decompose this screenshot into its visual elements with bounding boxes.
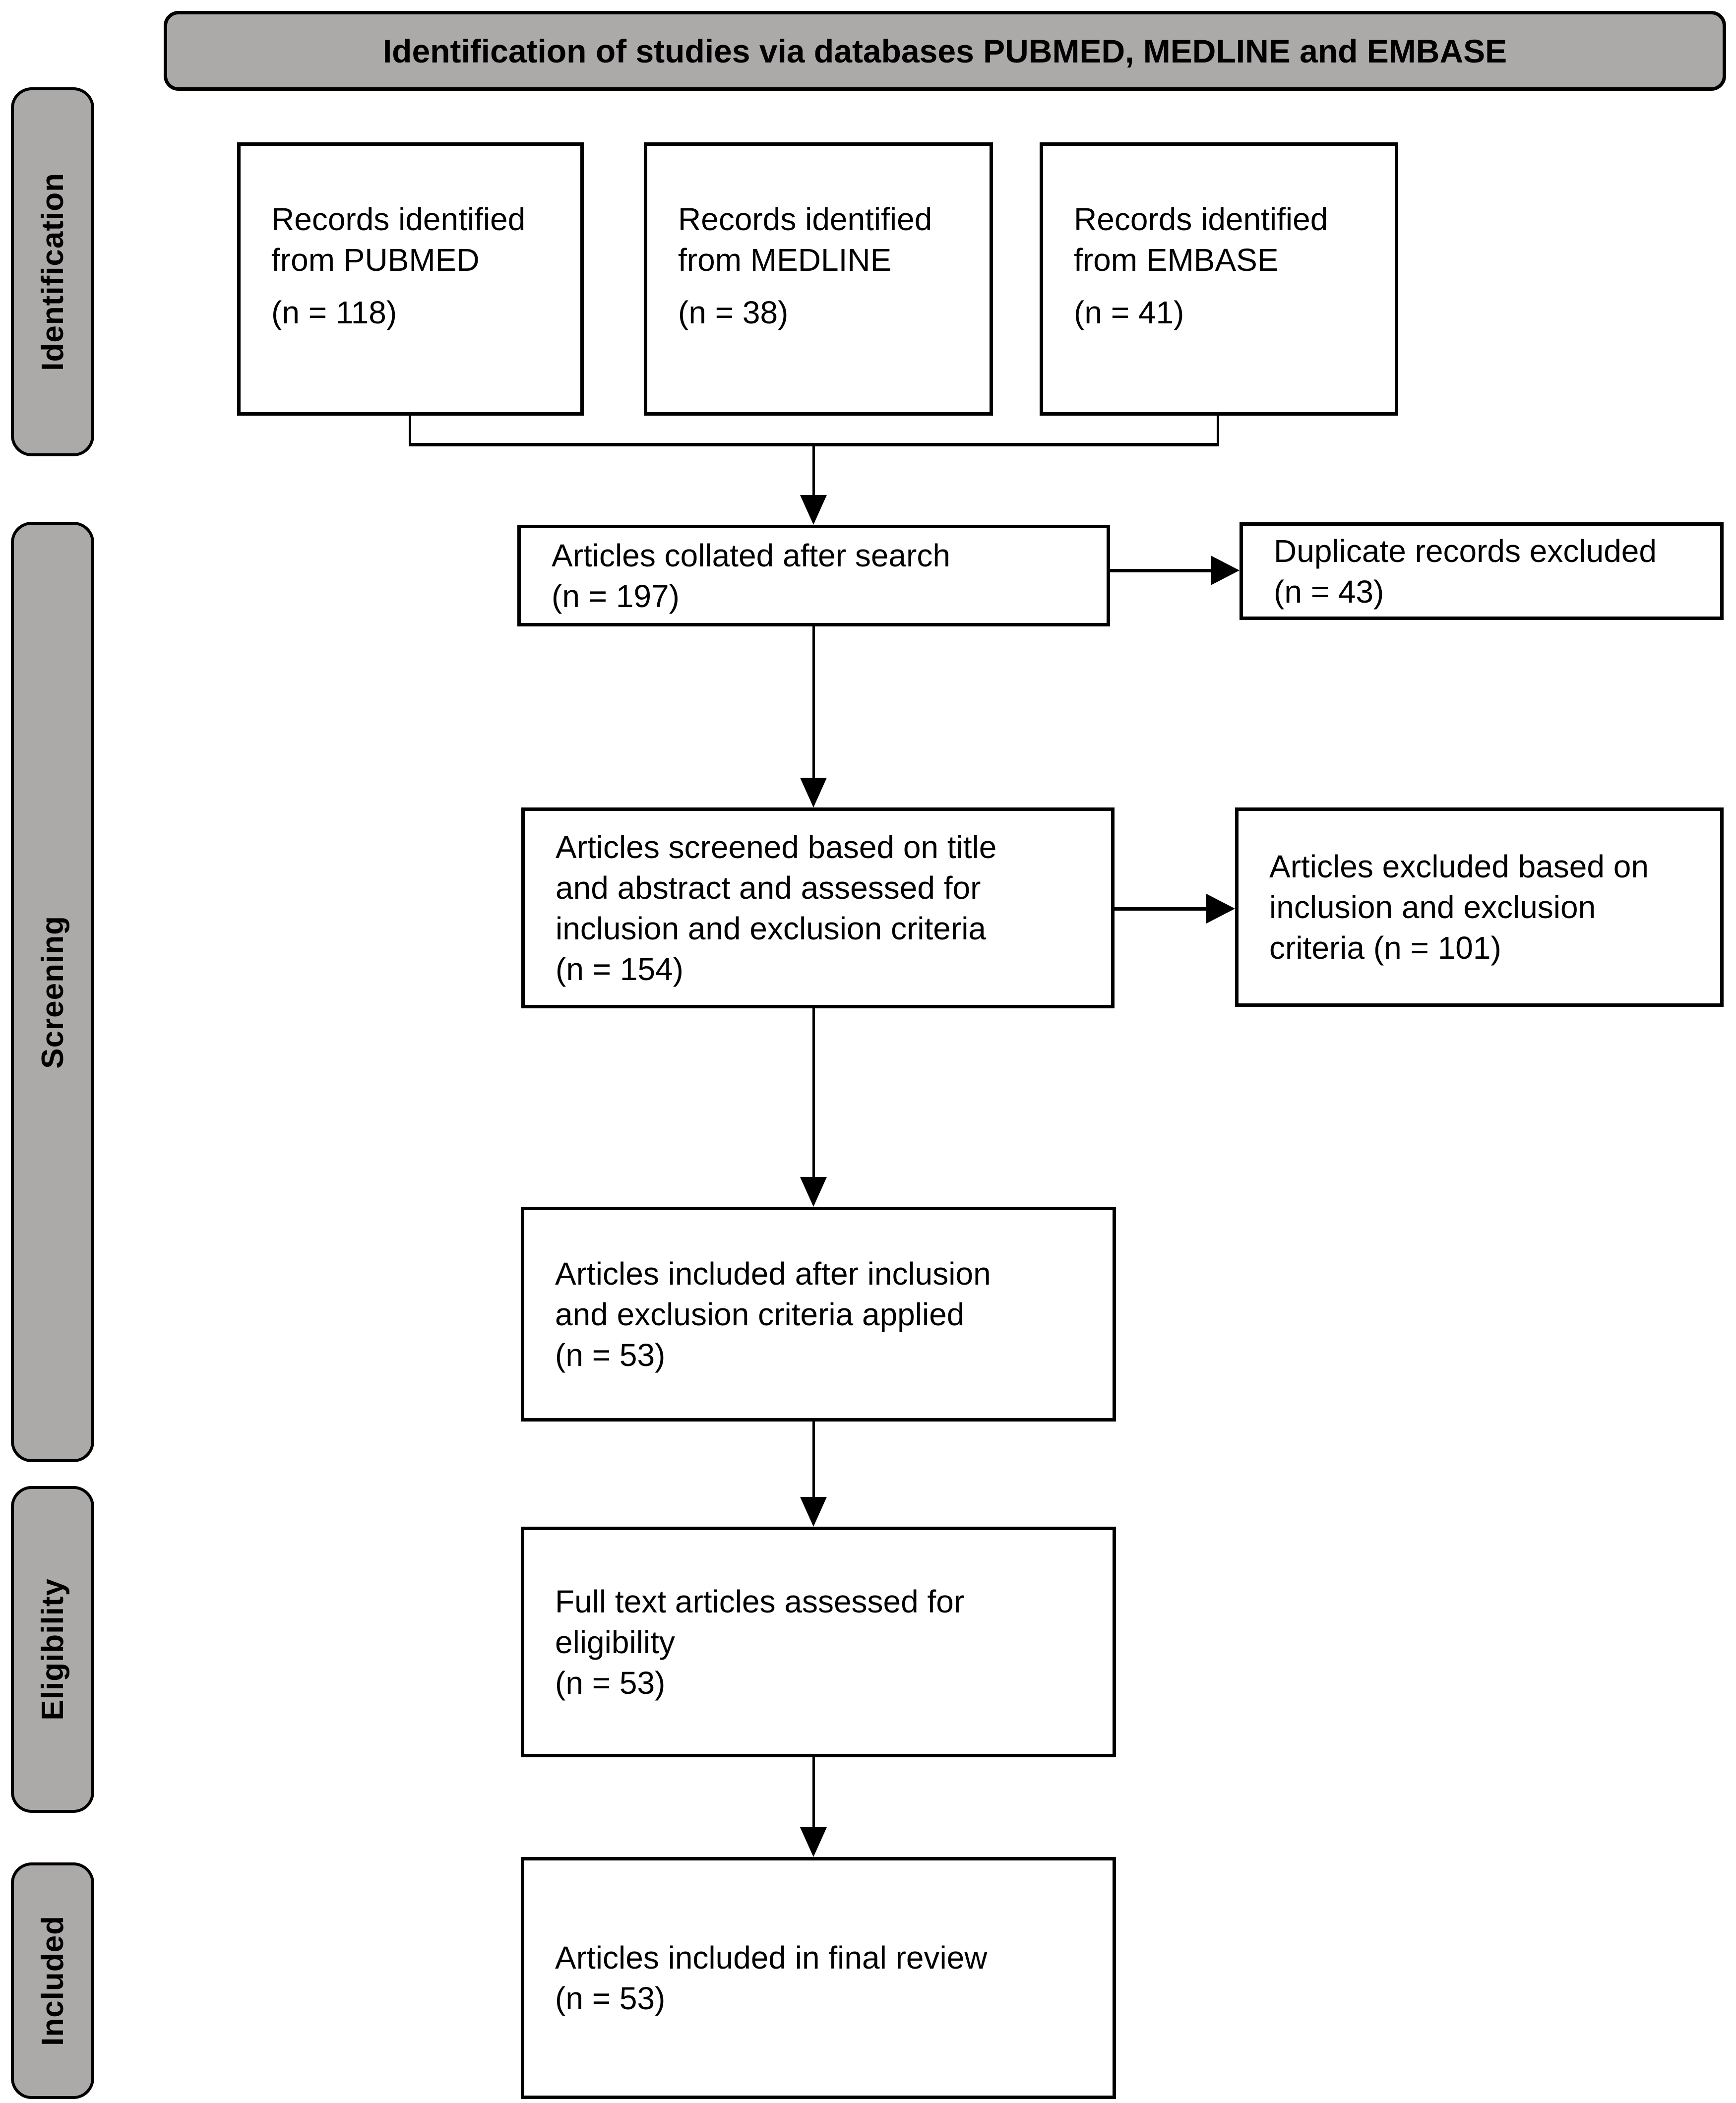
- box-count: (n = 43): [1274, 573, 1384, 610]
- box-label: Articles included after inclusion and ex…: [555, 1255, 991, 1332]
- box-count: (n = 53): [555, 1980, 666, 2016]
- box-articles-excluded: Articles excluded based on inclusion and…: [1235, 807, 1724, 1007]
- arrow-shaft: [1115, 907, 1206, 911]
- stage-label-screening: Screening: [11, 522, 94, 1462]
- box-records-pubmed: Records identified from PUBMED (n = 118): [237, 142, 584, 416]
- box-count: (n = 53): [555, 1665, 666, 1701]
- arrow-right-icon: [1110, 556, 1240, 585]
- connector-line: [409, 416, 411, 446]
- box-records-embase: Records identified from EMBASE (n = 41): [1040, 142, 1398, 416]
- arrow-down-icon: [800, 445, 827, 525]
- stage-label-included: Included: [11, 1862, 94, 2099]
- box-articles-screened: Articles screened based on title and abs…: [521, 807, 1115, 1008]
- box-label: Articles included in final review: [555, 1940, 988, 1976]
- stage-label-text: Eligibility: [35, 1578, 70, 1721]
- stage-label-text: Included: [35, 1916, 70, 2046]
- stage-label-identification: Identification: [11, 87, 94, 456]
- box-count: (n = 53): [555, 1337, 666, 1373]
- arrow-down-icon: [800, 1422, 827, 1527]
- arrow-shaft: [812, 1757, 815, 1827]
- arrowhead-down-icon: [800, 1497, 827, 1527]
- box-label: Records identified from EMBASE: [1074, 201, 1328, 278]
- title-banner: Identification of studies via databases …: [164, 11, 1726, 91]
- arrowhead-right-icon: [1211, 556, 1240, 585]
- box-articles-collated: Articles collated after search (n = 197): [517, 525, 1110, 626]
- arrow-shaft: [812, 626, 815, 778]
- arrowhead-down-icon: [800, 495, 827, 525]
- page-title: Identification of studies via databases …: [382, 32, 1507, 69]
- arrowhead-down-icon: [800, 1177, 827, 1207]
- arrow-down-icon: [800, 1008, 827, 1207]
- box-count: (n = 154): [556, 951, 683, 987]
- box-label: Articles screened based on title and abs…: [556, 829, 997, 946]
- box-full-text-assessed: Full text articles assessed for eligibil…: [521, 1527, 1116, 1757]
- connector-line: [1217, 416, 1219, 446]
- arrow-shaft: [812, 445, 815, 495]
- box-label: Articles collated after search: [552, 537, 950, 573]
- arrow-down-icon: [800, 626, 827, 807]
- box-label: Duplicate records excluded: [1274, 533, 1657, 569]
- box-included-after-criteria: Articles included after inclusion and ex…: [521, 1207, 1116, 1422]
- arrowhead-down-icon: [800, 778, 827, 807]
- arrowhead-right-icon: [1206, 894, 1235, 924]
- box-duplicates-excluded: Duplicate records excluded (n = 43): [1240, 522, 1724, 620]
- box-label: Articles excluded based on inclusion and…: [1269, 849, 1649, 966]
- stage-label-eligibility: Eligibility: [11, 1486, 94, 1813]
- box-label: Records identified from MEDLINE: [678, 201, 932, 278]
- box-count: (n = 38): [678, 295, 789, 330]
- arrowhead-down-icon: [800, 1827, 827, 1857]
- box-count: (n = 118): [271, 295, 397, 330]
- box-count: (n = 41): [1074, 295, 1184, 330]
- box-label: Full text articles assessed for eligibil…: [555, 1583, 965, 1660]
- box-count: (n = 197): [552, 578, 680, 614]
- arrow-right-icon: [1115, 894, 1235, 924]
- box-records-medline: Records identified from MEDLINE (n = 38): [644, 142, 993, 416]
- arrow-shaft: [812, 1422, 815, 1497]
- box-final-review: Articles included in final review (n = 5…: [521, 1857, 1116, 2099]
- stage-label-text: Identification: [35, 173, 70, 371]
- stage-label-text: Screening: [35, 915, 70, 1069]
- box-label: Records identified from PUBMED: [271, 201, 526, 278]
- arrow-shaft: [1110, 568, 1211, 572]
- connector-line: [409, 443, 1219, 446]
- arrow-shaft: [812, 1008, 815, 1177]
- arrow-down-icon: [800, 1757, 827, 1857]
